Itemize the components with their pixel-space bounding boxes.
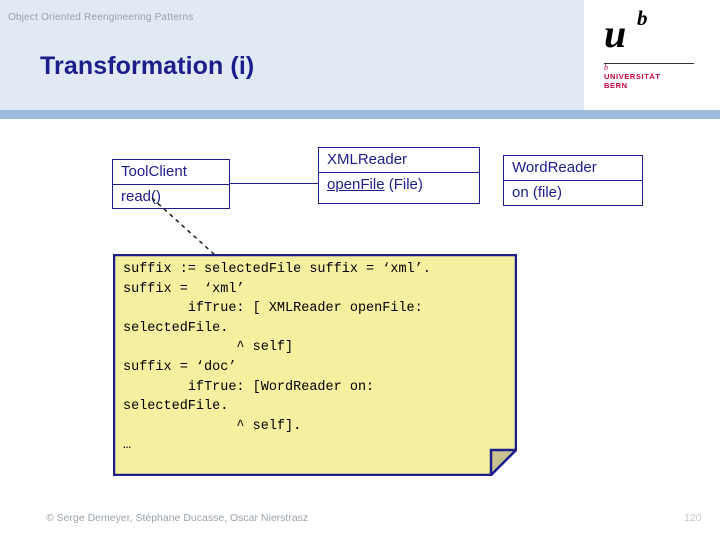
class-box-xmlreader: XMLReader openFile (File) bbox=[318, 147, 480, 204]
page-title: Transformation (i) bbox=[40, 52, 255, 80]
class-member-xmlreader-openfile: openFile (File) bbox=[319, 172, 479, 197]
logo-u-letter: u bbox=[604, 11, 627, 56]
footer-page-number: 120 bbox=[684, 512, 702, 524]
class-box-toolclient: ToolClient read() bbox=[112, 159, 230, 209]
class-name-toolclient: ToolClient bbox=[121, 163, 187, 180]
association-line-toolclient-xmlreader bbox=[230, 183, 318, 184]
class-member-toolclient-read: read() bbox=[113, 184, 229, 209]
note-code-text: suffix := selectedFile suffix = ‘xml’. s… bbox=[123, 262, 431, 454]
code-note: suffix := selectedFile suffix = ‘xml’. s… bbox=[113, 254, 517, 476]
logo-university-line2: BERN bbox=[604, 81, 628, 90]
logo-university-text: UNIVERSITÄT BERN bbox=[604, 72, 661, 90]
university-logo: u b b UNIVERSITÄT BERN bbox=[584, 0, 720, 110]
header-divider-rule bbox=[0, 110, 720, 119]
logo-tiny-b-mark: b bbox=[604, 63, 608, 72]
note-shape bbox=[113, 254, 517, 476]
book-title-eyebrow: Object Oriented Reengineering Patterns bbox=[8, 12, 194, 23]
class-box-wordreader: WordReader on (file) bbox=[503, 155, 643, 206]
class-member-xmlreader-openfile-name: openFile bbox=[327, 176, 385, 193]
class-name-xmlreader: XMLReader bbox=[327, 151, 408, 168]
footer-credit: © Serge Demeyer, Stéphane Ducasse, Oscar… bbox=[46, 512, 309, 524]
class-member-xmlreader-openfile-args: (File) bbox=[384, 176, 423, 193]
class-member-wordreader-on: on (file) bbox=[504, 180, 642, 205]
logo-rule bbox=[604, 63, 694, 64]
class-name-wordreader: WordReader bbox=[512, 159, 597, 176]
logo-b-superscript: b bbox=[637, 6, 648, 30]
logo-university-line1: UNIVERSITÄT bbox=[604, 72, 661, 81]
